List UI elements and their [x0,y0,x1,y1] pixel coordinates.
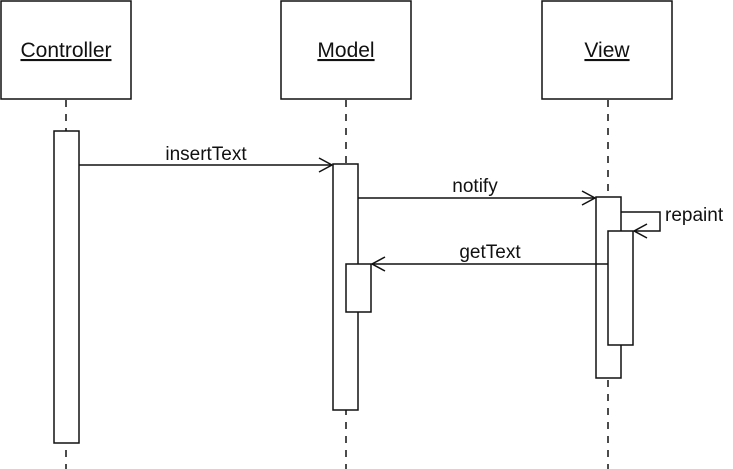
participant-model: Model [280,0,412,100]
controller-activation [53,130,80,444]
message-repaint-label: repaint [665,205,724,226]
message-insert-text: insertText [79,144,334,173]
participant-controller-label: Controller [20,39,111,62]
participant-model-label: Model [317,39,374,62]
message-notify-label: notify [452,176,498,197]
message-get-text: getText [370,242,608,272]
message-get-text-label: getText [459,242,521,263]
message-repaint: repaint [621,205,724,239]
participant-controller: Controller [0,0,132,100]
model-nested-activation [345,263,372,313]
message-notify: notify [358,176,597,206]
participant-view-label: View [584,39,630,62]
arrowhead-icon [581,190,597,206]
arrowhead-icon [632,223,648,239]
view-nested-activation [607,230,634,346]
message-insert-text-label: insertText [165,144,247,165]
arrowhead-icon [318,157,334,173]
arrowhead-icon [370,256,386,272]
participant-view: View [541,0,673,100]
